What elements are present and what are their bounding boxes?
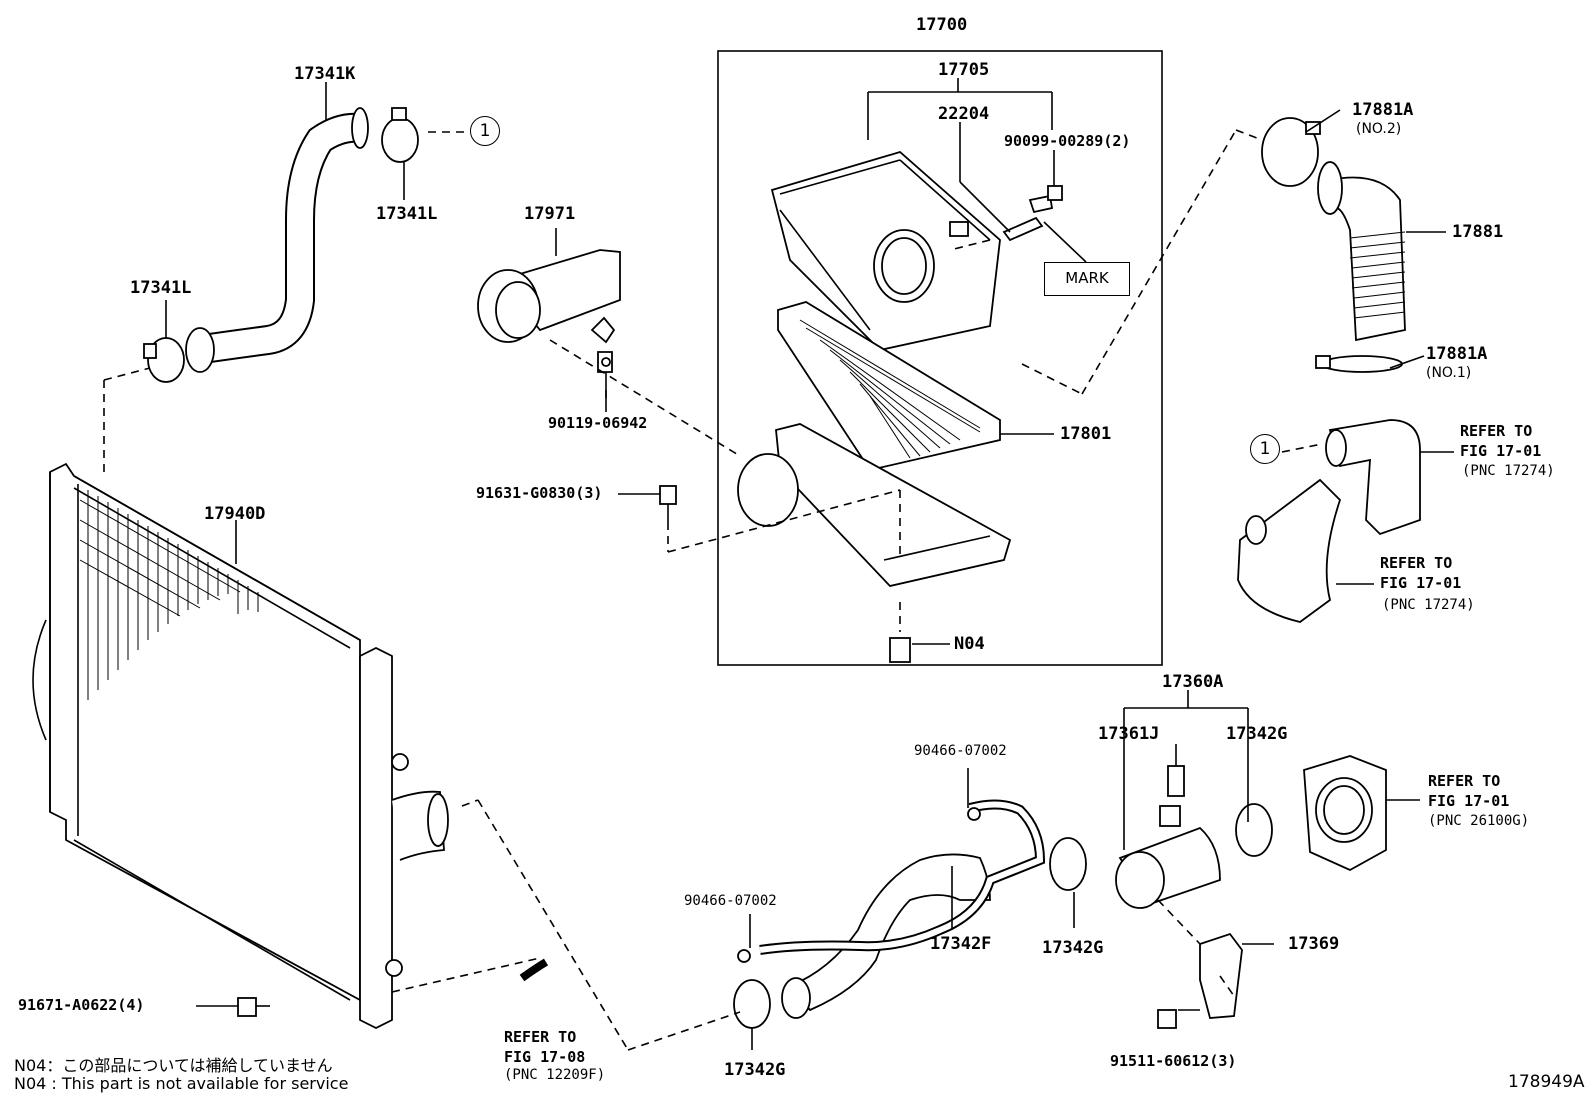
clamp-17881A-no2 xyxy=(1261,117,1319,187)
label-17342F: 17342F xyxy=(930,934,992,954)
label-17700: 17700 xyxy=(916,15,968,35)
refer-1-line1: REFER TO xyxy=(1460,422,1533,440)
label-17341L-left: 17341L xyxy=(130,278,192,298)
group-box-17700 xyxy=(717,50,1163,666)
elbow-pipe xyxy=(1328,419,1421,536)
refer-4-line3: (PNC 12209F) xyxy=(504,1067,606,1083)
label-17342G-top: 17342G xyxy=(1226,724,1288,744)
label-no1: (NO.1) xyxy=(1426,365,1472,381)
refer-1-line3: (PNC 17274) xyxy=(1462,463,1555,479)
air-duct-17881 xyxy=(1317,161,1406,342)
refer-2-line1: REFER TO xyxy=(1380,554,1453,572)
label-90119-06942: 90119-06942 xyxy=(548,414,648,432)
label-no2: (NO.2) xyxy=(1356,121,1402,137)
clamp-17342G-mid xyxy=(1049,837,1087,891)
note-english: N04 : This part is not available for ser… xyxy=(14,1074,349,1093)
circle-ref-1-right: 1 xyxy=(1250,434,1280,464)
label-90466-07002-left: 90466-07002 xyxy=(684,893,777,909)
hose-17342F xyxy=(788,853,991,1012)
label-17360A: 17360A xyxy=(1162,672,1224,692)
refer-1-line2: FIG 17-01 xyxy=(1460,442,1542,460)
label-17881A-no1: 17881A xyxy=(1426,344,1488,364)
grommet-N04 xyxy=(889,637,911,663)
refer-4-line2: FIG 17-08 xyxy=(504,1048,586,1066)
refer-2-line2: FIG 17-01 xyxy=(1380,574,1462,592)
label-17971: 17971 xyxy=(524,204,576,224)
note-japanese: N04：この部品については補給していません xyxy=(14,1056,333,1075)
label-91671-A0622: 91671-A0622(4) xyxy=(18,996,145,1014)
label-17881A-no2: 17881A xyxy=(1352,100,1414,120)
refer-3-line2: FIG 17-01 xyxy=(1428,792,1510,810)
label-17341K: 17341K xyxy=(294,64,356,84)
dashed-connectors xyxy=(103,129,1323,1051)
sensor-17361J xyxy=(1167,765,1185,797)
refer-3-line1: REFER TO xyxy=(1428,772,1501,790)
radiator xyxy=(32,462,449,1030)
refer-3-line3: (PNC 26100G) xyxy=(1428,813,1530,829)
leader-lines xyxy=(165,82,1454,1050)
label-91511-60612: 91511-60612(3) xyxy=(1110,1052,1237,1070)
label-17342G-mid: 17342G xyxy=(1042,938,1104,958)
refer-2-line3: (PNC 17274) xyxy=(1382,597,1475,613)
figure-id: 178949A xyxy=(1508,1072,1585,1092)
bracket-17369 xyxy=(1199,932,1243,1019)
label-17881: 17881 xyxy=(1452,222,1504,242)
clamp-17881A-no1 xyxy=(1321,355,1403,373)
label-90099-00289: 90099-00289(2) xyxy=(1004,132,1131,150)
label-17940D: 17940D xyxy=(204,504,266,524)
water-outlet xyxy=(1237,478,1342,623)
label-17342G-bottom: 17342G xyxy=(724,1060,786,1080)
label-17801: 17801 xyxy=(1060,424,1112,444)
label-17341L-top: 17341L xyxy=(376,204,438,224)
circle-ref-1-top: 1 xyxy=(470,116,500,146)
clamp-17341L-top xyxy=(381,117,419,163)
label-17361J: 17361J xyxy=(1098,724,1160,744)
refer-4-line1: REFER TO xyxy=(504,1028,577,1046)
label-22204: 22204 xyxy=(938,104,990,124)
label-N04: N04 xyxy=(954,634,985,654)
clamp-17342G-top xyxy=(1235,803,1273,857)
clamp-17342G-bottom xyxy=(733,979,771,1029)
mark-box: MARK xyxy=(1044,262,1130,296)
label-17705: 17705 xyxy=(938,60,990,80)
label-90466-07002-top: 90466-07002 xyxy=(914,743,1007,759)
label-91631-G0830: 91631-G0830(3) xyxy=(476,484,603,502)
label-17369: 17369 xyxy=(1288,934,1340,954)
